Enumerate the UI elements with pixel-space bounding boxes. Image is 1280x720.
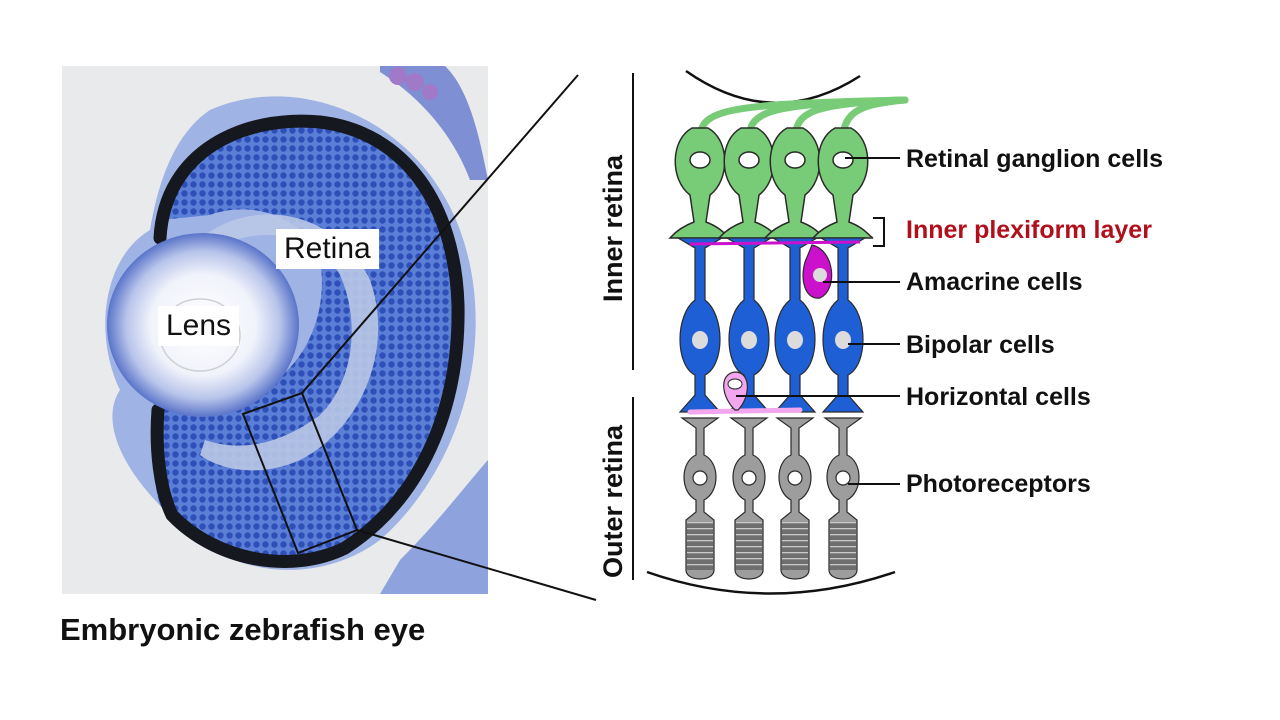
inner-limiting-arc [685,69,861,105]
bipolar-cell [675,237,725,413]
ganglion-cell [811,127,874,239]
photoreceptor-nucleus [741,470,757,486]
amacrine-process [689,240,861,246]
label-bipolar: Bipolar cells [906,331,1055,359]
inner-retina-label: Inner retina [598,154,628,302]
outer-retina-label: Outer retina [598,424,628,578]
photoreceptor-outer-segment [830,522,856,570]
label-ganglion: Retinal ganglion cells [906,145,1163,173]
horizontal-process [687,407,803,415]
photoreceptor-nucleus [787,470,803,486]
outer-limiting-arc [646,570,896,595]
label-amacrine: Amacrine cells [906,268,1083,296]
ganglion-nucleus [784,151,806,169]
ganglion-nucleus [738,151,760,169]
bipolar-nucleus [835,331,851,349]
histology-photo [62,66,488,594]
photoreceptor-outer-segment [687,522,713,570]
label-photoreceptors: Photoreceptors [906,470,1091,498]
amacrine-nucleus [813,268,827,282]
photoreceptor-outer-segment [736,522,762,570]
figure-caption: Embryonic zebrafish eye [60,612,426,647]
ganglion-cell [668,127,731,239]
ganglion-cell [763,127,826,239]
ganglion-cell [717,127,780,239]
bipolar-nucleus [741,331,757,349]
ganglion-nucleus [689,151,711,169]
photoreceptor-nucleus [692,470,708,486]
zoom-connector-top [301,74,579,394]
bipolar-cell [818,237,868,413]
ipl-bracket [873,217,885,247]
photoreceptor-outer-segment [782,522,808,570]
horizontal-nucleus [727,378,743,390]
bipolar-cell [770,237,820,413]
ganglion-nucleus [832,151,854,169]
bipolar-nucleus [787,331,803,349]
label-inner-plexiform: Inner plexiform layer [906,216,1152,244]
label-horizontal: Horizontal cells [906,383,1091,411]
retina-schematic [632,69,909,595]
zoom-connector-bottom [356,529,597,601]
retina-label: Retina [276,229,379,269]
photoreceptor-nucleus [835,470,851,486]
bipolar-nucleus [692,331,708,349]
lens-label: Lens [158,306,240,346]
